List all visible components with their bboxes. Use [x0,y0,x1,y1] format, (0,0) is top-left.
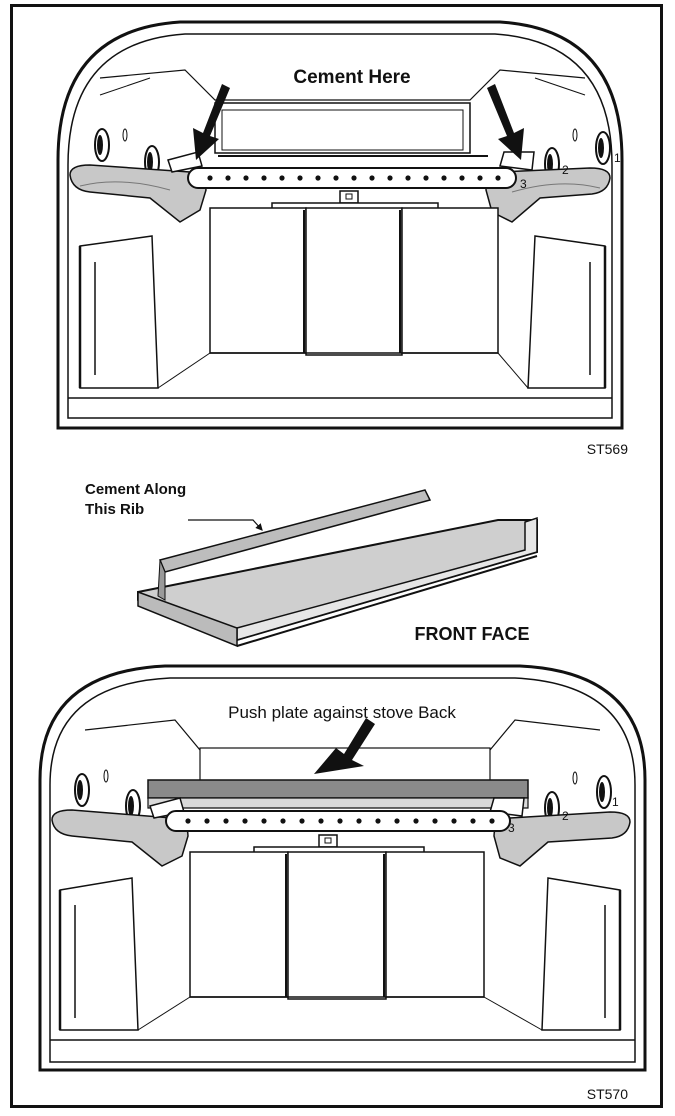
hole-number-1: 1 [614,151,621,165]
installed-baffle-plate [147,779,529,799]
cement-arrow-left [193,84,230,160]
cement-here-label: Cement Here [293,67,410,88]
figure-id-st570: ST570 [587,1086,628,1102]
cement-along-label-line2: This Rib [85,501,144,518]
air-tube-holes-bottom [185,818,495,824]
hole-number-3-bottom: 3 [508,821,515,835]
front-face-label: FRONT FACE [415,624,530,644]
push-arrow [314,718,375,774]
air-tube-holes [207,175,501,181]
hole-number-1-bottom: 1 [612,795,619,809]
top-firebox-view: Cement Here 1 2 3 ST569 [56,20,628,457]
baffle-plate-view: Cement Along This Rib FRONT FACE [85,481,538,648]
cement-along-label-line1: Cement Along [85,481,186,498]
hole-number-3: 3 [520,177,527,191]
bottom-firebox-view: Push plate against stove Back 1 2 3 ST57… [38,664,647,1102]
figure-id-st569: ST569 [587,441,628,457]
hole-number-2-bottom: 2 [562,809,569,823]
push-plate-label: Push plate against stove Back [228,703,456,722]
hole-number-2: 2 [562,163,569,177]
cement-arrow-right [487,84,524,160]
